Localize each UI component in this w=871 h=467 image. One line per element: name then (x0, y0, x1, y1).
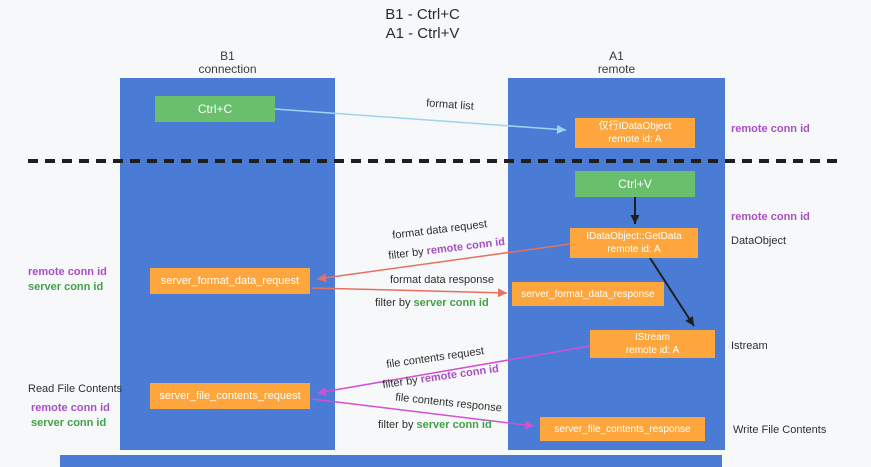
lane-a1-subtitle: remote (597, 62, 636, 76)
server-format-data-response-box: server_format_data_response (512, 282, 664, 306)
remote-conn-id-annotation-middle: remote conn id (731, 211, 810, 223)
lane-a1-name: A1 (609, 49, 624, 63)
lane-b1-name: B1 (220, 49, 235, 63)
dataobject-annotation: DataObject (731, 235, 787, 247)
server-file-contents-request-box: server_file_contents_request (150, 383, 310, 409)
istream-line2: remote id: A (625, 345, 680, 356)
idataobject-line2: remote id: A (608, 134, 662, 145)
title-line-2: A1 - Ctrl+V (385, 25, 460, 42)
idataobject-box: 仅行IDataObject remote id: A (575, 118, 695, 148)
arrow-file-contents-request (316, 345, 591, 396)
remote-conn-id-annotation-left-1: remote conn id (28, 266, 107, 278)
bottom-lane-strip (60, 455, 722, 467)
arrow-file-contents-response (311, 398, 535, 430)
ctrl-v-label: Ctrl+V (618, 177, 652, 191)
lane-header-a1: A1 remote (508, 50, 725, 76)
server-conn-id-annotation-left-2: server conn id (31, 417, 107, 429)
arrow-getdata-to-istream (649, 257, 695, 327)
lane-header-b1: B1 connection (120, 50, 335, 76)
server-conn-id-annotation-left-1: server conn id (28, 281, 104, 293)
istream-box: IStream remote id: A (590, 330, 715, 358)
title-line-1: B1 - Ctrl+C (385, 6, 460, 23)
write-file-contents-annotation: Write File Contents (733, 424, 827, 436)
getdata-box: IDataObject::GetData remote id: A (570, 228, 698, 258)
filter-by-server-conn-id-label-1: filter by server conn id (375, 297, 489, 309)
diagram-title: B1 - Ctrl+C A1 - Ctrl+V (0, 5, 845, 43)
server-file-contents-response-box: server_file_contents_response (540, 417, 705, 441)
filter-by-server-conn-id-label-2: filter by server conn id (378, 419, 492, 431)
arrow-format-list (274, 108, 567, 134)
server-file-contents-response-label: server_file_contents_response (554, 423, 691, 435)
idataobject-line1: 仅行IDataObject (598, 121, 672, 132)
remote-conn-id-annotation-left-2: remote conn id (31, 402, 110, 414)
istream-annotation: Istream (731, 340, 768, 352)
filter-server-conn-id-value: server conn id (413, 297, 489, 309)
istream-line1: IStream (634, 332, 670, 343)
remote-conn-id-annotation-top: remote conn id (731, 123, 810, 135)
read-file-contents-annotation: Read File Contents (28, 383, 123, 395)
getdata-line1: IDataObject::GetData (586, 231, 682, 242)
ctrl-v-box: Ctrl+V (575, 171, 695, 197)
server-format-data-response-label: server_format_data_response (521, 288, 655, 300)
arrow-format-data-response (311, 287, 508, 298)
lane-b1-subtitle: connection (198, 62, 257, 76)
format-data-response-label: format data response (390, 274, 494, 286)
server-format-data-request-label: server_format_data_request (160, 275, 300, 287)
ctrl-c-box: Ctrl+C (155, 96, 275, 122)
ctrl-c-label: Ctrl+C (197, 102, 233, 116)
filter-server-conn-id-value: server conn id (416, 419, 492, 431)
server-format-data-request-box: server_format_data_request (150, 268, 310, 294)
filter-prefix: filter by (375, 297, 414, 309)
server-file-contents-request-label: server_file_contents_request (159, 390, 301, 402)
arrow-format-data-request (316, 243, 571, 283)
getdata-line2: remote id: A (607, 244, 661, 255)
filter-prefix: filter by (378, 419, 417, 431)
